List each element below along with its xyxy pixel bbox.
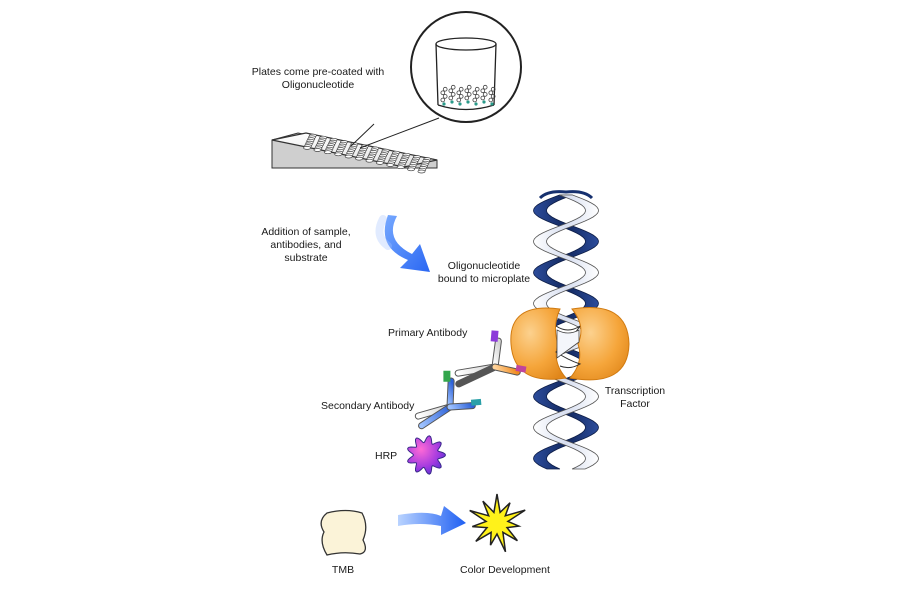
reaction-arrow [398,506,466,535]
oligo-anchor [458,102,462,106]
oligo-loop [442,86,448,92]
tmb-substrate [320,509,367,556]
tf-label-line2: Factor [620,398,650,410]
oligo-loop [488,97,494,103]
oligo-loop [442,94,448,99]
helix-front-over-tf [555,325,582,369]
oligo-loop [466,92,472,97]
color-development-burst [469,493,526,553]
oligo-loop [456,97,462,103]
process-arrow [375,215,430,272]
plate-well [365,158,374,163]
oligo-anchor [482,100,486,104]
addition-label: Addition of sample, antibodies, and subs… [261,226,350,265]
plates-label: Plates come pre-coated with Oligonucleot… [252,66,384,92]
oligo-loop [464,95,470,101]
plates-label-line1: Plates come pre-coated with [251,66,385,78]
addition-label-line1: Addition of sample, [261,226,351,238]
oligo-label-line2: bound to microplate [437,273,531,285]
plate-well [323,150,332,155]
plate-well [407,167,416,172]
primary-antibody-label: Primary Antibody [388,327,468,339]
secondary-antibody-label: Secondary Antibody [321,400,415,412]
plate-well [396,165,405,170]
plate-well [386,163,395,167]
plate-well [313,148,322,152]
oligo-loop [472,90,478,96]
magnifier-callout [350,117,440,149]
transcription-factor-label: Transcription Factor [605,385,665,411]
color-development-label: Color Development [460,564,550,576]
oligo-anchor [466,100,470,104]
microplate [271,132,438,174]
oligo-loop [448,88,454,94]
plate-well [344,154,353,159]
oligo-anchor [490,102,494,106]
oligo-label: Oligonucleotide bound to microplate [438,260,530,286]
oligo-loop [490,94,496,99]
oligo-loop [450,84,456,90]
oligo-loop [448,95,454,101]
oligo-loop [480,88,486,94]
oligo-loop [450,92,456,97]
oligo-loop [458,94,464,99]
plate-well [375,161,384,165]
oligo-loop [458,86,464,92]
helix-cap [538,190,594,200]
oligo-loop [490,86,496,92]
plate-well [355,156,364,161]
plate-well [334,152,343,157]
tf-label-line1: Transcription [604,385,666,397]
magnified-well [410,11,522,123]
oligo-anchor [442,102,446,106]
plates-label-line2: Oligonucleotide [281,79,355,91]
tmb-label: TMB [331,564,355,576]
oligo-loop [456,90,462,96]
oligo-loop [480,95,486,101]
oligo-loop [474,94,480,99]
primary-antibody [454,330,527,388]
helix-strand [533,194,599,470]
transcription-factor [510,307,630,381]
plate-wells [303,133,432,174]
oligo-anchor [450,100,454,104]
oligo-loop [472,97,478,103]
hrp-enzyme [407,435,447,475]
oligo-loop [466,84,472,90]
oligo-loop [474,86,480,92]
oligo-loop [440,97,446,103]
plate-well [417,169,426,174]
plate-well [303,146,312,150]
oligo-loop [482,84,488,90]
oligo-label-line1: Oligonucleotide [447,260,521,272]
oligo-loop [488,90,494,96]
oligo-loop [482,92,488,97]
oligo-anchor [474,102,478,106]
secondary-antibody [414,370,482,430]
oligo-loop [440,90,446,96]
dna-helix [533,190,599,470]
oligo-loop [464,88,470,94]
addition-label-line2: antibodies, and [270,239,342,251]
addition-label-line3: substrate [284,252,328,264]
oligonucleotide-strands [440,84,496,106]
helix-strand [533,194,599,470]
hrp-label: HRP [375,450,398,462]
